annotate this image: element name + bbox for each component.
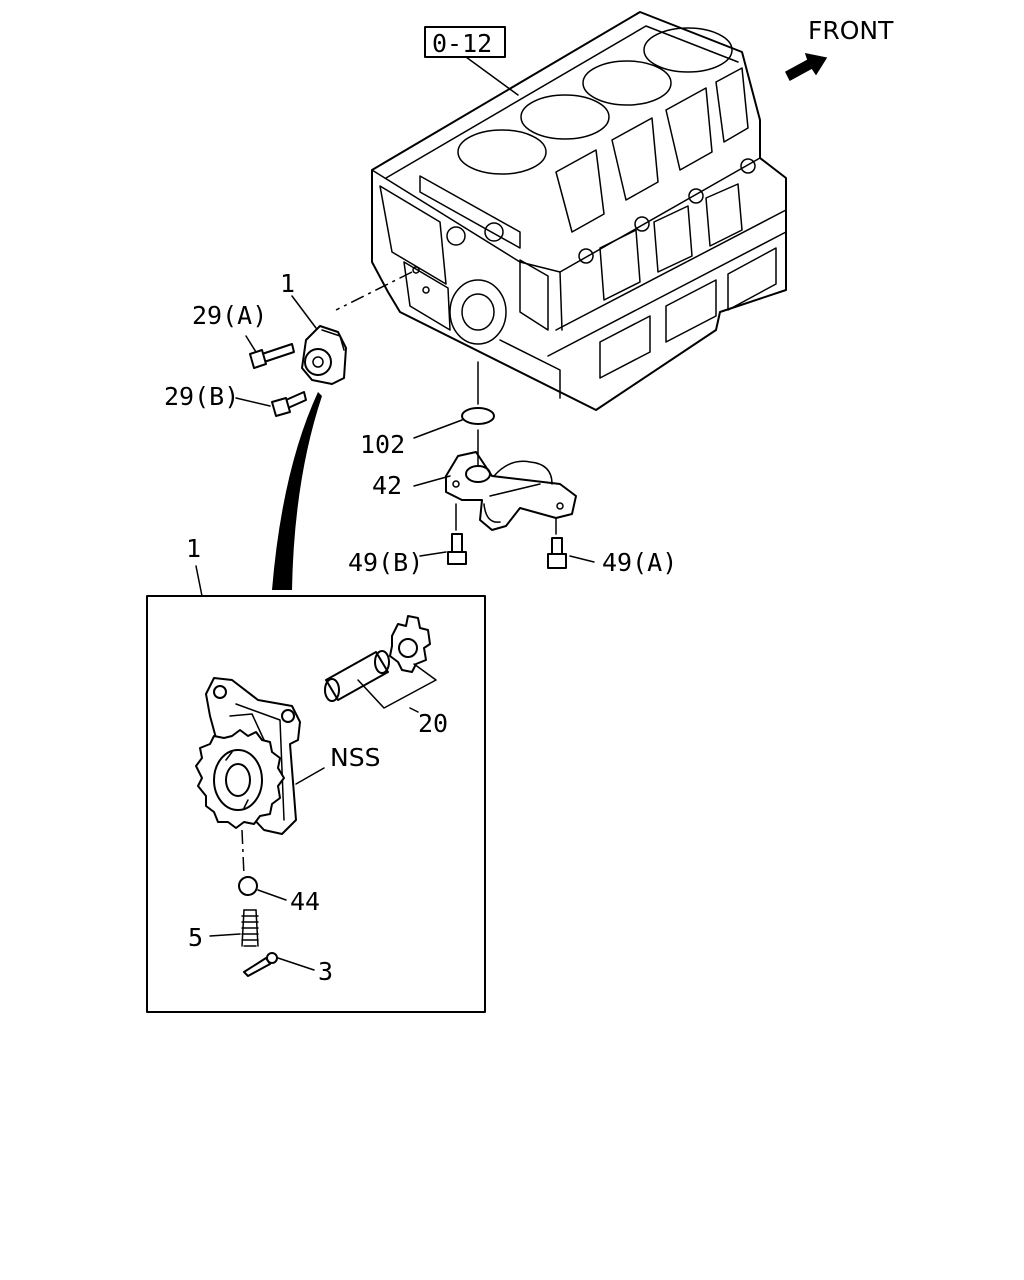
label-nss: NSS [330, 743, 380, 772]
relief-spring [241, 909, 259, 947]
detail-pointer [272, 392, 322, 590]
front-indicator: FRONT [785, 16, 894, 82]
label-pump-detail: 1 [186, 534, 201, 563]
o-ring [461, 407, 495, 425]
reference-label: 0-12 [432, 29, 492, 58]
cylinder-block [371, 11, 787, 411]
drive-gear-shaft [324, 615, 431, 702]
label-spring: 5 [188, 923, 203, 952]
drive-gear-large [195, 729, 285, 829]
relief-ball [238, 876, 258, 896]
label-ball: 44 [290, 887, 320, 916]
detail-box [146, 595, 486, 1013]
bolt-29b [271, 391, 307, 417]
reference-box: 0-12 [424, 26, 519, 96]
front-label: FRONT [808, 16, 894, 45]
oil-pump-small [301, 325, 347, 385]
label-pump-top: 1 [280, 269, 295, 298]
label-bolt-29b: 29(B) [164, 382, 239, 411]
bolt-49b [447, 533, 467, 565]
oil-strainer-pipe [445, 451, 577, 531]
bolt-29a [249, 343, 295, 369]
bolt-49a [547, 537, 567, 569]
split-pin [243, 952, 278, 977]
front-arrow-icon [785, 53, 828, 82]
label-bolt-49b: 49(B) [348, 548, 423, 577]
label-pipe: 42 [372, 471, 402, 500]
label-pin: 3 [318, 957, 333, 986]
label-gear-shaft: 20 [418, 709, 448, 738]
label-bolt-49a: 49(A) [602, 548, 677, 577]
label-o-ring: 102 [360, 430, 405, 459]
label-bolt-29a: 29(A) [192, 301, 267, 330]
